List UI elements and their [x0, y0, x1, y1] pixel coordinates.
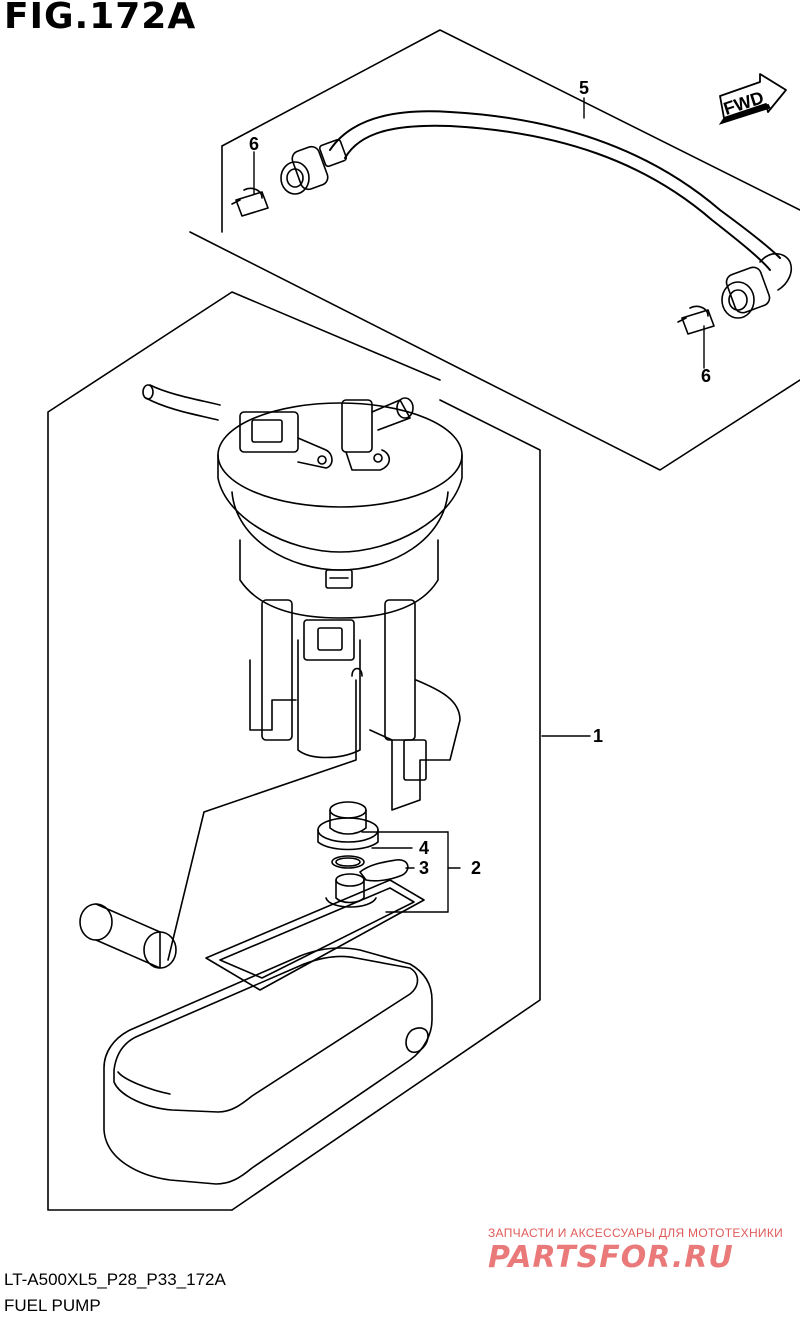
fuel-tank	[103, 947, 433, 1185]
callout-4: 4	[419, 838, 429, 858]
watermark-logo: PARTSFOR.RU	[488, 1240, 734, 1275]
diagram-caption: FUEL PUMP	[4, 1296, 101, 1315]
gasket	[359, 859, 409, 882]
fuel-hose	[280, 110, 793, 319]
pump-flange	[217, 402, 463, 619]
hose-clamp	[677, 305, 715, 335]
leader-lines	[253, 97, 705, 737]
pump-connector	[142, 384, 333, 469]
hose-group-frame	[189, 29, 800, 471]
watermark-tagline: ЗАПЧАСТИ И АКСЕССУАРЫ ДЛЯ МОТОТЕХНИКИ	[488, 1226, 784, 1240]
callout-1: 1	[593, 726, 603, 746]
callout-5: 5	[579, 78, 589, 98]
pump-group-frame	[47, 291, 541, 1211]
o-ring	[331, 855, 365, 869]
outlet-pipe	[341, 397, 414, 471]
callout-6-right: 6	[701, 366, 711, 386]
callout-6-left: 6	[249, 134, 259, 154]
callout-3: 3	[419, 858, 429, 878]
model-code: LT-A500XL5_P28_P33_172A	[4, 1270, 226, 1289]
fuel-level-float	[79, 667, 363, 969]
pump-body	[249, 599, 461, 811]
hose-clamp	[231, 187, 269, 217]
callout-bracket	[361, 831, 461, 913]
figure-title: FIG.172A	[4, 0, 197, 37]
callout-2: 2	[471, 858, 481, 878]
pump-nut	[317, 801, 379, 851]
forward-direction-arrow: FWD	[718, 73, 787, 125]
fitting-pipe	[325, 873, 377, 908]
mounting-plate	[205, 879, 425, 991]
